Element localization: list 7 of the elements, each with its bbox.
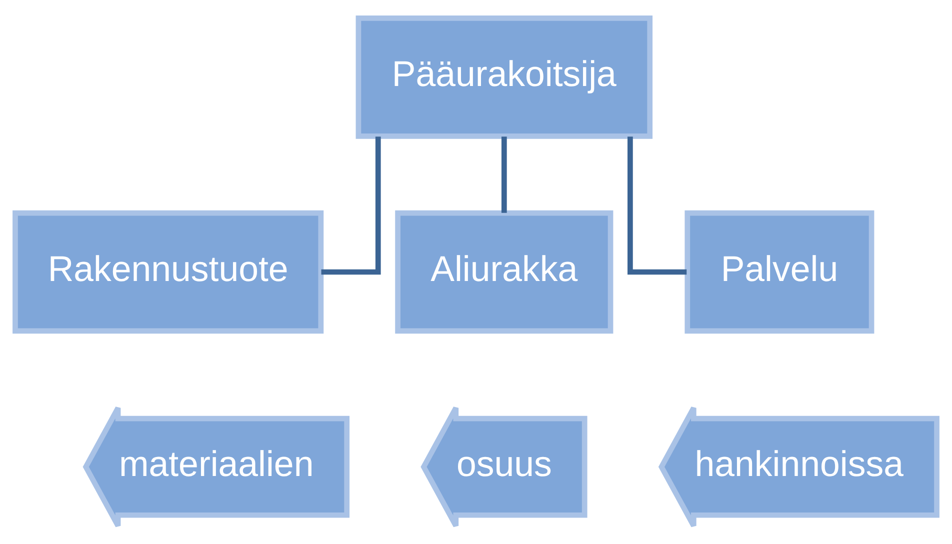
connector	[628, 136, 687, 275]
node-box: Aliurakka	[395, 210, 614, 334]
connector	[501, 136, 507, 213]
node-box: Rakennustuote	[12, 210, 324, 334]
node-box: Palvelu	[684, 210, 874, 334]
node-box: Pääurakoitsija	[356, 15, 653, 139]
connector	[321, 136, 381, 275]
